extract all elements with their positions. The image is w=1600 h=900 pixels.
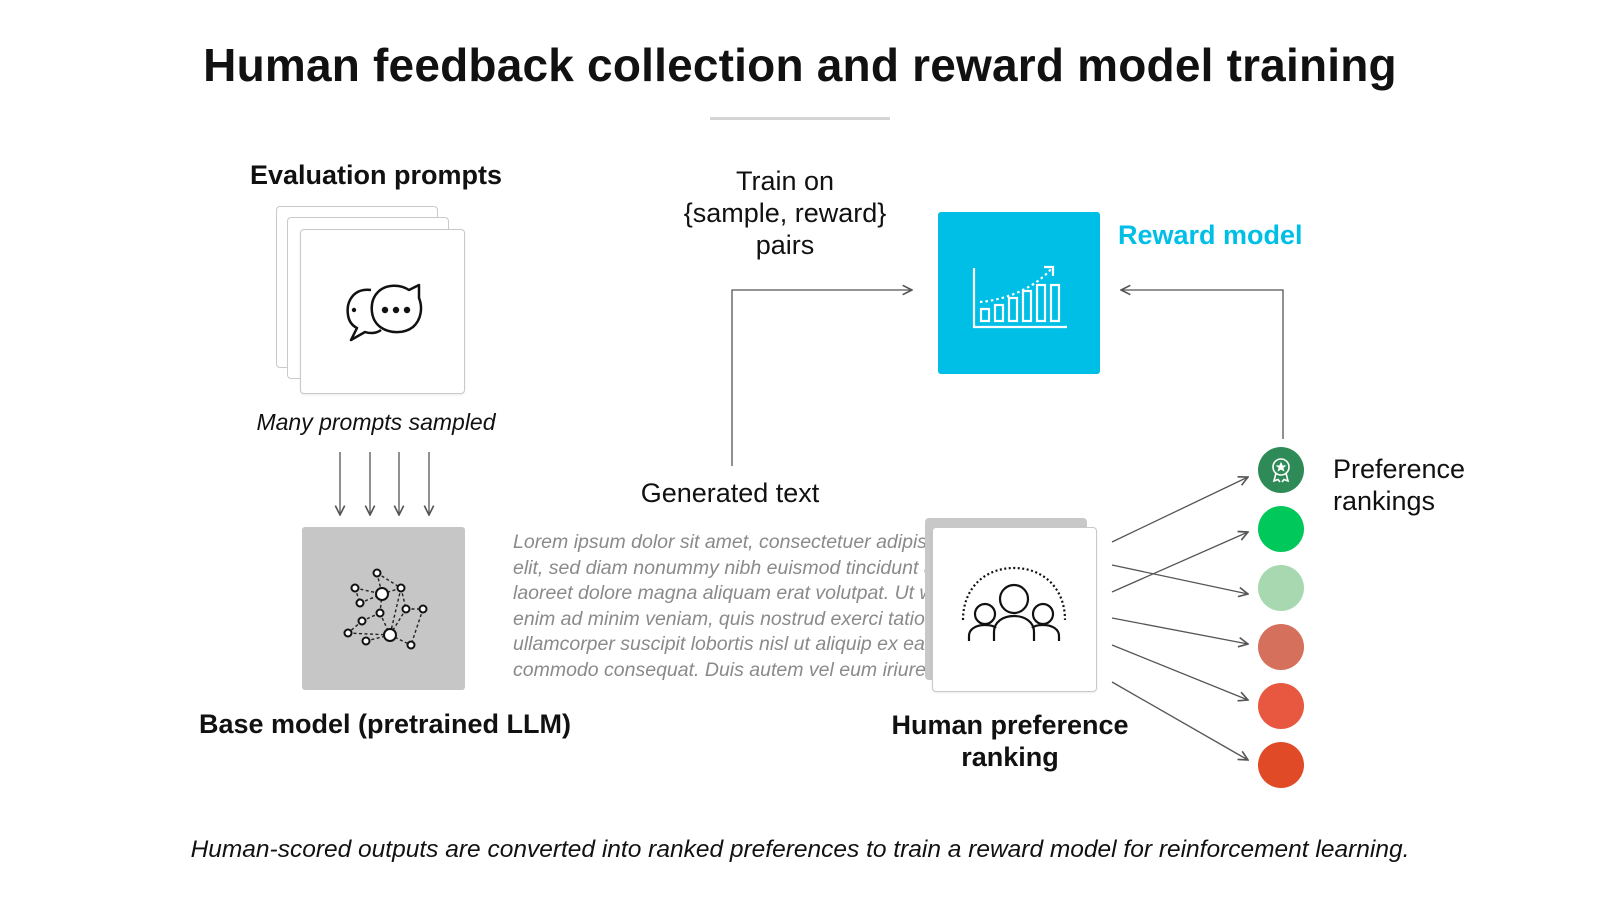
preference-rankings-line2: rankings <box>1333 486 1436 516</box>
base-model-box <box>302 527 465 690</box>
reward-model-label: Reward model <box>1118 220 1303 250</box>
lorem-line: enim ad minim veniam, quis nostrud exerc… <box>513 607 933 630</box>
lorem-line: elit, sed diam nonummy nibh euismod tinc… <box>513 556 933 579</box>
award-badge-icon <box>1272 458 1290 483</box>
generated-text-sample: Lorem ipsum dolor sit amet, consectetuer… <box>513 530 933 690</box>
title-divider <box>710 117 890 120</box>
prompts-caption: Many prompts sampled <box>256 409 496 435</box>
base-model-label: Base model (pretrained LLM) <box>198 709 572 739</box>
rank-dot-5 <box>1258 683 1304 729</box>
train-arrow <box>731 290 912 466</box>
neural-network-icon <box>343 568 428 650</box>
train-label: Train on {sample, reward} pairs <box>640 165 930 261</box>
rankings-arrow <box>1121 290 1284 439</box>
preference-rankings-line1: Preference <box>1333 454 1466 484</box>
rank-dot-4 <box>1258 624 1304 670</box>
chat-bubbles-icon <box>346 283 423 342</box>
ranking-line <box>1111 617 1248 644</box>
prompts-heading: Evaluation prompts <box>249 160 503 190</box>
rank-dot-2 <box>1258 506 1304 552</box>
rank-dot-3 <box>1258 565 1304 611</box>
rank-dot-6 <box>1258 742 1304 788</box>
train-label-line1: Train on <box>735 166 835 196</box>
human-ranking-label: Human preference ranking <box>860 709 1160 773</box>
prompt-card-front <box>300 229 465 394</box>
lorem-line: Lorem ipsum dolor sit amet, consectetuer… <box>513 531 933 553</box>
page-title: Human feedback collection and reward mod… <box>203 39 1397 91</box>
lorem-line: ullamcorper suscipit lobortis nisl ut al… <box>513 633 925 655</box>
human-ranking-line1: Human preference <box>891 710 1129 740</box>
human-ranking-line2: ranking <box>961 742 1059 772</box>
ranking-line <box>1111 564 1248 594</box>
generated-text-label: Generated text <box>640 478 820 508</box>
people-group-icon <box>961 566 1067 641</box>
figure-caption: Human-scored outputs are converted into … <box>190 836 1410 863</box>
reward-model-box <box>938 212 1100 374</box>
rank-dot-1 <box>1258 447 1304 493</box>
ranking-line <box>1111 644 1248 700</box>
preference-rankings-label: Preference rankings <box>1333 453 1563 517</box>
ranking-line <box>1111 681 1248 760</box>
growth-chart-icon <box>972 265 1067 329</box>
train-label-line3: pairs <box>755 230 815 260</box>
human-card-front <box>932 527 1097 692</box>
ranking-line <box>1111 477 1248 543</box>
ranking-line <box>1111 532 1248 593</box>
lorem-line: laoreet dolore magna aliquam erat volutp… <box>513 582 933 604</box>
train-label-line2: {sample, reward} <box>683 198 887 228</box>
lorem-line: commodo consequat. Duis autem vel eum ir… <box>513 658 933 681</box>
